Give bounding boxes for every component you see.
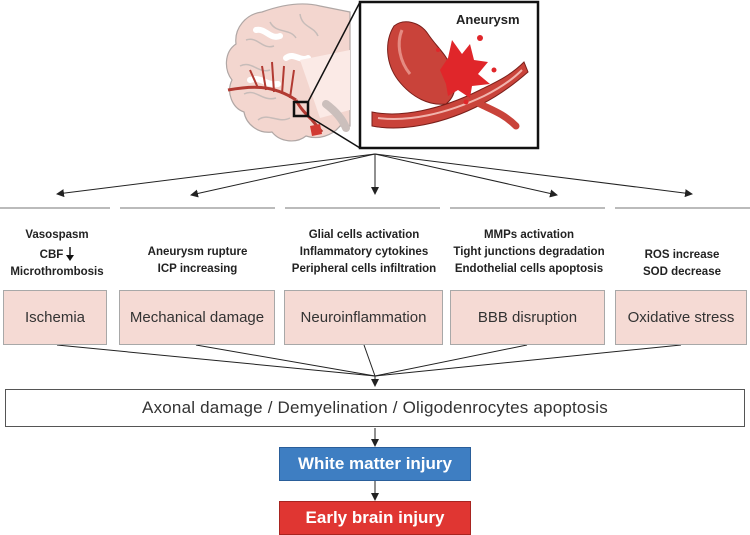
mechanism-1-line-1: Vasospasm xyxy=(25,229,89,241)
oxidative-stress-box: Oxidative stress xyxy=(615,290,747,345)
mechanism-5-line-2: SOD decrease xyxy=(643,266,721,278)
mechanism-2-line-2: ICP increasing xyxy=(157,263,238,275)
aneurysm-inset-icon xyxy=(358,0,540,150)
cbf-label: CBF xyxy=(39,249,64,261)
mechanism-2-line-1: Aneurysm rupture xyxy=(147,246,248,258)
aneurysm-label: Aneurysm xyxy=(456,12,520,27)
convergence-box: Axonal damage / Demyelination / Oligoden… xyxy=(5,389,745,427)
mechanism-1-text: Vasospasm CBF Microthrombosis xyxy=(0,227,114,281)
mechanism-2-text: Aneurysm rupture ICP increasing xyxy=(118,244,277,278)
zoom-line-bottom xyxy=(307,115,361,149)
mechanism-3-text: Glial cells activation Inflammatory cyto… xyxy=(280,227,448,278)
neuroinflammation-box: Neuroinflammation xyxy=(284,290,443,345)
mechanism-3-line-1: Glial cells activation xyxy=(308,229,420,241)
mechanism-1-line-2: CBF xyxy=(0,244,114,264)
mechanism-4-line-1: MMPs activation xyxy=(483,229,575,241)
ischemia-label: Ischemia xyxy=(24,309,86,326)
mechanism-3-line-2: Inflammatory cytokines xyxy=(299,246,429,258)
neuroinflammation-label: Neuroinflammation xyxy=(300,309,427,326)
mechanism-5-line-1: ROS increase xyxy=(644,249,720,261)
early-brain-injury-label: Early brain injury xyxy=(305,508,445,527)
white-matter-injury-box: White matter injury xyxy=(279,447,471,481)
bbb-disruption-box: BBB disruption xyxy=(450,290,605,345)
mechanism-4-line-2: Tight junctions degradation xyxy=(453,246,605,258)
mechanical-damage-label: Mechanical damage xyxy=(129,309,265,326)
mechanism-1-line-3: Microthrombosis xyxy=(10,266,104,278)
early-brain-injury-box: Early brain injury xyxy=(279,501,471,535)
mechanism-5-text: ROS increase SOD decrease xyxy=(616,247,748,281)
bbb-disruption-label: BBB disruption xyxy=(477,309,578,326)
mechanism-4-line-3: Endothelial cells apoptosis xyxy=(454,263,604,275)
converging-lines xyxy=(56,344,682,387)
convergence-label: Axonal damage / Demyelination / Oligoden… xyxy=(142,398,608,417)
arrow-down-icon xyxy=(66,247,75,261)
white-matter-injury-label: White matter injury xyxy=(298,454,452,473)
fanout-arrows xyxy=(56,153,693,198)
mechanism-3-line-3: Peripheral cells infiltration xyxy=(291,263,437,275)
zoom-line-top xyxy=(307,1,361,103)
brain-section-icon xyxy=(225,3,351,142)
oxidative-stress-label: Oxidative stress xyxy=(627,309,735,326)
mechanical-damage-box: Mechanical damage xyxy=(119,290,275,345)
ischemia-box: Ischemia xyxy=(3,290,107,345)
mechanism-4-text: MMPs activation Tight junctions degradat… xyxy=(446,227,612,278)
